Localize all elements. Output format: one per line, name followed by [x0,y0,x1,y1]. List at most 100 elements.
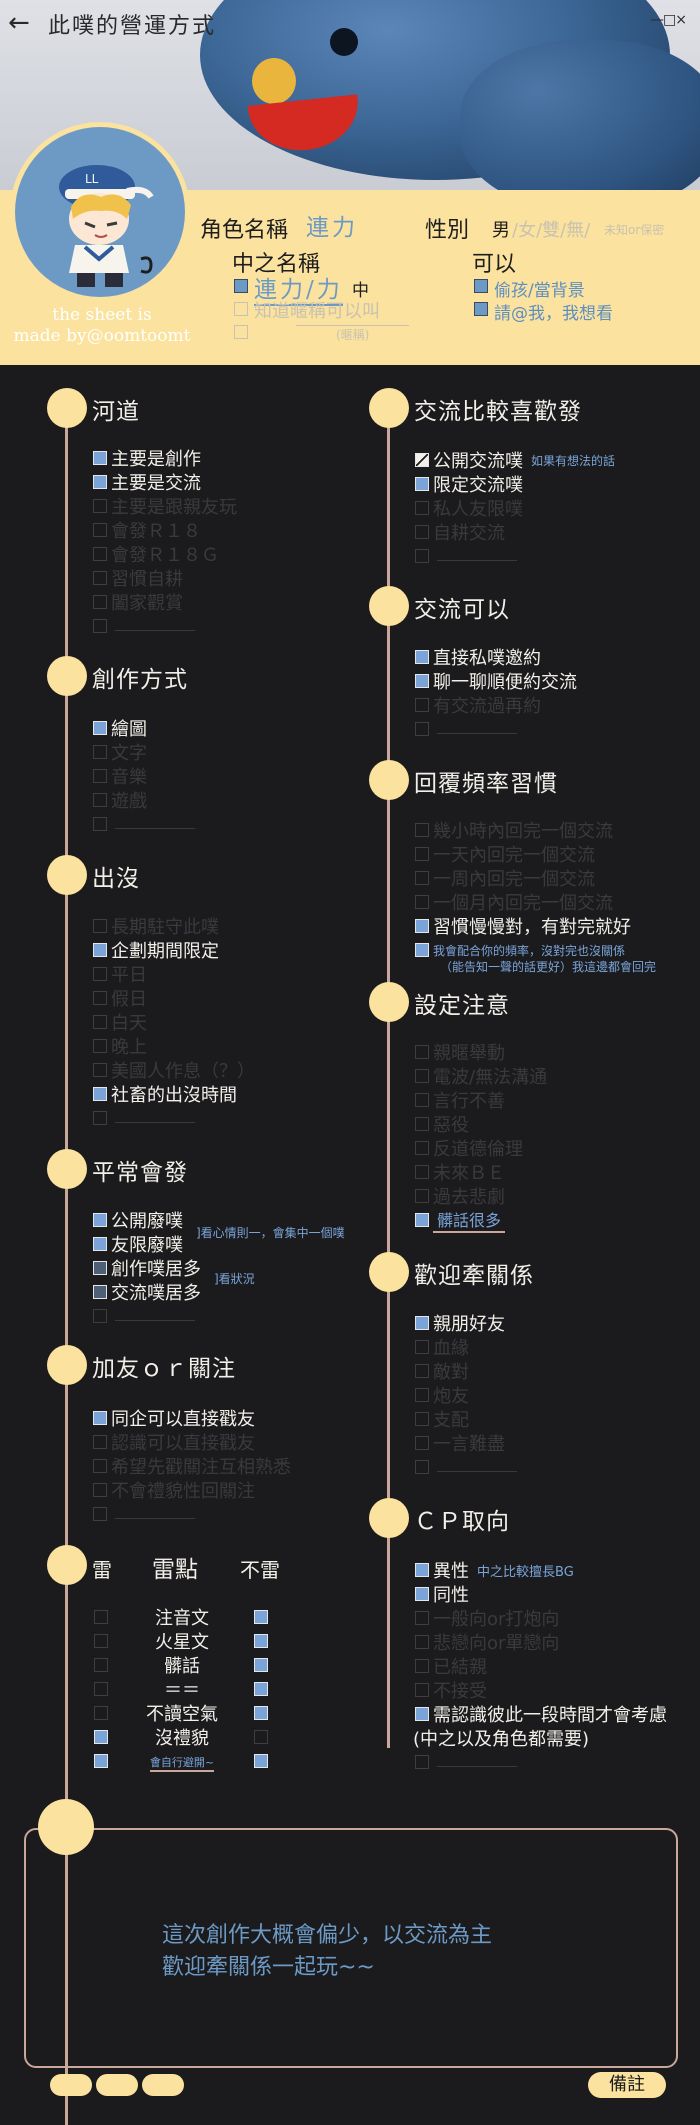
cp-item-1[interactable]: 異性中之比較擅長BG [415,1558,574,1582]
exchange-like-item-3[interactable]: 私人友限噗 [415,496,523,520]
river-item-3[interactable]: 主要是跟親友玩 [93,494,237,518]
usual-item-blank[interactable] [93,1304,195,1328]
appear-item-blank[interactable] [93,1106,195,1130]
cp-item-7[interactable]: 需認識彼此一段時間才會考慮 [415,1702,667,1726]
thunder-right-box-1[interactable] [254,1610,268,1624]
thunder-left-box-5[interactable] [94,1706,108,1720]
follow-item-3[interactable]: 希望先戳關注互相熟悉 [93,1454,291,1478]
river-item-7[interactable]: 闔家觀賞 [93,590,183,614]
cp-item-3[interactable]: 一般向or打炮向 [415,1606,559,1630]
appear-item-3[interactable]: 平日 [93,962,147,986]
thunder-right-box-2[interactable] [254,1634,268,1648]
relation-item-4[interactable]: 炮友 [415,1383,469,1407]
thunder-right-box-5[interactable] [254,1706,268,1720]
cp-item-6[interactable]: 不接受 [415,1678,487,1702]
cp-item-4[interactable]: 悲戀向or單戀向 [415,1630,559,1654]
river-item-4[interactable]: 會發Ｒ１８ [93,518,201,542]
exchange-like-item-1[interactable]: 公開交流噗如果有想法的話 [415,448,615,472]
appear-item-5[interactable]: 白天 [93,1010,147,1034]
usual-item-1[interactable]: 公開廢噗 [93,1208,183,1232]
exchange-ok-item-3[interactable]: 有交流過再約 [415,693,541,717]
create-item-3[interactable]: 音樂 [93,764,147,788]
appear-item-7[interactable]: 美國人作息（？） [93,1058,255,1082]
thunder-right-box-7[interactable] [254,1754,268,1768]
settings-item-6[interactable]: 未來ＢＥ [415,1160,505,1184]
settings-item-2[interactable]: 電波/無法溝通 [415,1064,547,1088]
section-dot [369,982,409,1022]
right-timeline [387,408,390,1748]
river-item-5[interactable]: 會發Ｒ１８Ｇ [93,542,219,566]
thunder-right-box-3[interactable] [254,1658,268,1672]
appear-item-6[interactable]: 晚上 [93,1034,147,1058]
back-arrow-icon[interactable]: ← [8,8,30,38]
follow-item-1[interactable]: 同企可以直接戳友 [93,1406,255,1430]
inner-opt3-checkbox[interactable] [234,325,248,339]
allow-opt1-checkbox[interactable] [474,279,488,293]
inner-opt2-checkbox[interactable] [234,302,248,316]
follow-item-blank[interactable] [93,1502,195,1526]
river-item-6[interactable]: 習慣自耕 [93,566,183,590]
settings-item-8[interactable]: 髒話很多 [415,1208,506,1233]
thunder-right-box-6[interactable] [254,1730,268,1744]
create-item-4[interactable]: 遊戲 [93,788,147,812]
footer-pill-2[interactable] [96,2074,138,2096]
relation-item-3[interactable]: 敵對 [415,1359,469,1383]
note-button[interactable]: 備註 [588,2072,666,2098]
appear-item-4[interactable]: 假日 [93,986,147,1010]
exchange-ok-item-1[interactable]: 直接私噗邀約 [415,645,541,669]
river-item-2[interactable]: 主要是交流 [93,470,201,494]
usual-item-4[interactable]: 交流噗居多 [93,1280,201,1304]
reply-item-2[interactable]: 一天內回完一個交流 [415,842,595,866]
cp-item-5[interactable]: 已結親 [415,1654,487,1678]
create-item-2[interactable]: 文字 [93,740,147,764]
cp-item-blank[interactable] [415,1750,517,1774]
exchange-like-item-4[interactable]: 自耕交流 [415,520,505,544]
thunder-right-box-4[interactable] [254,1682,268,1696]
settings-item-5[interactable]: 反道德倫理 [415,1136,523,1160]
settings-item-3[interactable]: 言行不善 [415,1088,505,1112]
relation-item-2[interactable]: 血緣 [415,1335,469,1359]
reply-item-5[interactable]: 習慣慢慢對，有對完就好 [415,914,631,938]
usual-item-2[interactable]: 友限廢噗 [93,1232,183,1256]
settings-item-4[interactable]: 惡役 [415,1112,469,1136]
thunder-row-2: 火星文 [155,1632,209,1653]
settings-item-7[interactable]: 過去悲劇 [415,1184,505,1208]
exchange-ok-item-2[interactable]: 聊一聊順便約交流 [415,669,577,693]
river-item-1[interactable]: 主要是創作 [93,446,201,470]
settings-item-1[interactable]: 親暱舉動 [415,1040,505,1064]
reply-item-3[interactable]: 一周內回完一個交流 [415,866,595,890]
section-title: 加友ｏｒ關注 [92,1356,236,1382]
exchange-ok-item-blank[interactable] [415,717,517,741]
create-item-1[interactable]: 繪圖 [93,716,147,740]
relation-item-blank[interactable] [415,1455,517,1479]
reply-item-4[interactable]: 一個月內回完一個交流 [415,890,613,914]
thunder-left-box-2[interactable] [94,1634,108,1648]
thunder-left-box-7[interactable] [94,1754,108,1768]
exchange-like-item-2[interactable]: 限定交流噗 [415,472,523,496]
reply-item-1[interactable]: 幾小時內回完一個交流 [415,818,613,842]
relation-item-1[interactable]: 親朋好友 [415,1311,505,1335]
exchange-like-item-blank[interactable] [415,544,517,568]
follow-item-2[interactable]: 認識可以直接戳友 [93,1430,255,1454]
appear-item-8[interactable]: 社畜的出沒時間 [93,1082,237,1106]
follow-item-4[interactable]: 不會禮貌性回關注 [93,1478,255,1502]
inner-opt1-checkbox[interactable] [234,279,248,293]
allow-opt2-checkbox[interactable] [474,302,488,316]
appear-item-1[interactable]: 長期駐守此噗 [93,914,219,938]
thunder-left-box-1[interactable] [94,1610,108,1624]
reply-note-item[interactable]: 我會配合你的頻率，沒對完也沒關係 [415,938,625,962]
page-title: 此噗的營運方式 [48,14,217,39]
river-item-blank[interactable] [93,614,195,638]
thunder-left-box-4[interactable] [94,1682,108,1696]
relation-item-5[interactable]: 支配 [415,1407,469,1431]
appear-item-2[interactable]: 企劃期間限定 [93,938,219,962]
footer-pill-1[interactable] [50,2074,92,2096]
window-controls-icon[interactable]: —□× [650,12,687,28]
usual-item-3[interactable]: 創作噗居多 [93,1256,201,1280]
thunder-left-box-6[interactable] [94,1730,108,1744]
thunder-left-box-3[interactable] [94,1658,108,1672]
create-item-blank[interactable] [93,812,195,836]
footer-pill-3[interactable] [142,2074,184,2096]
cp-item-2[interactable]: 同性 [415,1582,469,1606]
relation-item-6[interactable]: 一言難盡 [415,1431,505,1455]
